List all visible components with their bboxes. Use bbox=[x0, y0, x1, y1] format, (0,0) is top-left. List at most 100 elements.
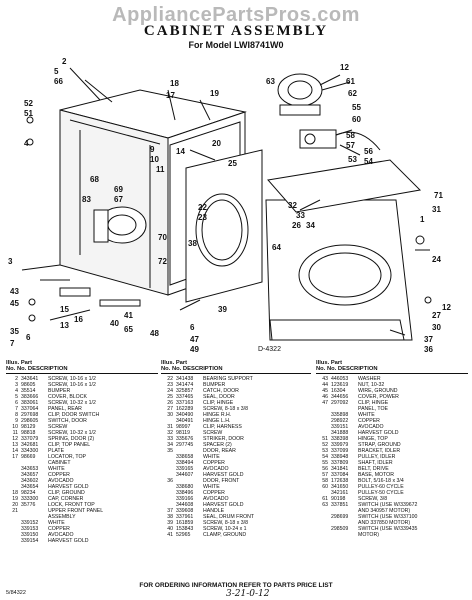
part-number: 337084 bbox=[331, 472, 349, 478]
table-row: PANEL, TOE bbox=[316, 406, 468, 412]
part-description: HINGE L.H. bbox=[203, 418, 231, 424]
part-number: 123619 bbox=[331, 382, 349, 388]
exploded-diagram: 2 5 66 52 51 4 18 17 19 20 14 9 10 11 12… bbox=[8, 57, 451, 354]
part-number: 161859 bbox=[176, 520, 194, 526]
illus-number: 24 bbox=[167, 388, 173, 394]
callout: 60 bbox=[352, 115, 361, 124]
illus-number: 20 bbox=[12, 502, 18, 508]
callout: 24 bbox=[432, 255, 441, 264]
callout: 66 bbox=[54, 77, 63, 86]
part-number: 172638 bbox=[331, 478, 349, 484]
part-number: 35514 bbox=[21, 388, 36, 394]
callout: 14 bbox=[176, 147, 185, 156]
part-number: 338680 bbox=[176, 484, 194, 490]
part-number: 344608 bbox=[176, 502, 194, 508]
callout: 43 bbox=[10, 287, 19, 296]
callout: 38 bbox=[188, 239, 197, 248]
part-description: DOOR, REAR bbox=[203, 448, 236, 454]
callout: 62 bbox=[348, 89, 357, 98]
illus-number: 60 bbox=[322, 484, 328, 490]
callout: 30 bbox=[432, 323, 441, 332]
part-description: SCREW, 10-24 x 1 bbox=[203, 526, 247, 532]
illus-number bbox=[316, 532, 331, 538]
illus-number: 10 bbox=[12, 424, 18, 430]
illus-number: 63 bbox=[322, 502, 328, 508]
part-description: COVER, POWER bbox=[358, 394, 399, 400]
callout: 61 bbox=[346, 77, 355, 86]
callout: 23 bbox=[198, 213, 207, 222]
callout: 26 bbox=[292, 221, 301, 230]
callout: 72 bbox=[158, 257, 167, 266]
part-description: NUT, 10-32 bbox=[358, 382, 385, 388]
illus-number: 51 bbox=[322, 436, 328, 442]
callout: 4 bbox=[24, 139, 29, 148]
part-description: AVOCADO bbox=[48, 532, 74, 538]
part-number: 337809 bbox=[331, 460, 349, 466]
part-number: 298922 bbox=[331, 418, 349, 424]
callout: 35 bbox=[10, 327, 19, 336]
diagram-code: D-4322 bbox=[258, 346, 281, 353]
callout: 58 bbox=[346, 131, 355, 140]
part-description: COPPER bbox=[203, 490, 225, 496]
part-description: AVOCADO bbox=[203, 466, 229, 472]
illus-number: 61 bbox=[322, 496, 328, 502]
callout: 7 bbox=[10, 339, 15, 348]
callout: 6 bbox=[26, 333, 31, 342]
part-number: 98119 bbox=[176, 430, 191, 436]
part-number: 340490 bbox=[176, 412, 194, 418]
part-description: ASSEMBLY bbox=[48, 514, 76, 520]
part-description: HARVEST GOLD bbox=[48, 484, 89, 490]
part-number: 98997 bbox=[176, 424, 191, 430]
part-description: STRIKER, DOOR bbox=[203, 436, 244, 442]
part-number: 52965 bbox=[176, 532, 191, 538]
callout: 36 bbox=[424, 345, 433, 354]
part-description: HANDLE bbox=[203, 508, 225, 514]
callout: 15 bbox=[60, 305, 69, 314]
part-description: CLIP, HINGE bbox=[358, 400, 389, 406]
callout: 67 bbox=[114, 195, 123, 204]
illus-number: 5 bbox=[15, 394, 18, 400]
part-description: PULLEY-50 CYCLE bbox=[358, 490, 404, 496]
part-number: 297698 bbox=[21, 412, 39, 418]
callout: 9 bbox=[150, 145, 155, 154]
illus-number: 2 bbox=[15, 376, 18, 382]
table-row: AND 337850 MOTOR) bbox=[316, 520, 468, 526]
callout: 25 bbox=[228, 159, 237, 168]
callout: 52 bbox=[24, 99, 33, 108]
illus-number: 12 bbox=[12, 436, 18, 442]
illus-number: 23 bbox=[167, 382, 173, 388]
callout: 10 bbox=[150, 155, 159, 164]
part-description: WIRE, GROUND bbox=[358, 388, 398, 394]
part-description: BRACKET, IDLER bbox=[358, 448, 401, 454]
illus-number: 38 bbox=[167, 514, 173, 520]
part-description: CAP, CORNER bbox=[48, 496, 84, 502]
callout: 2 bbox=[62, 57, 67, 66]
callout: 83 bbox=[82, 195, 91, 204]
part-description: MOTOR) bbox=[358, 532, 379, 538]
illus-number: 47 bbox=[322, 400, 328, 406]
part-number: 446053 bbox=[331, 376, 349, 382]
part-number: 338658 bbox=[176, 454, 194, 460]
part-description: WHITE bbox=[203, 484, 220, 490]
illus-number: 33 bbox=[167, 436, 173, 442]
part-number: 35776 bbox=[21, 502, 36, 508]
